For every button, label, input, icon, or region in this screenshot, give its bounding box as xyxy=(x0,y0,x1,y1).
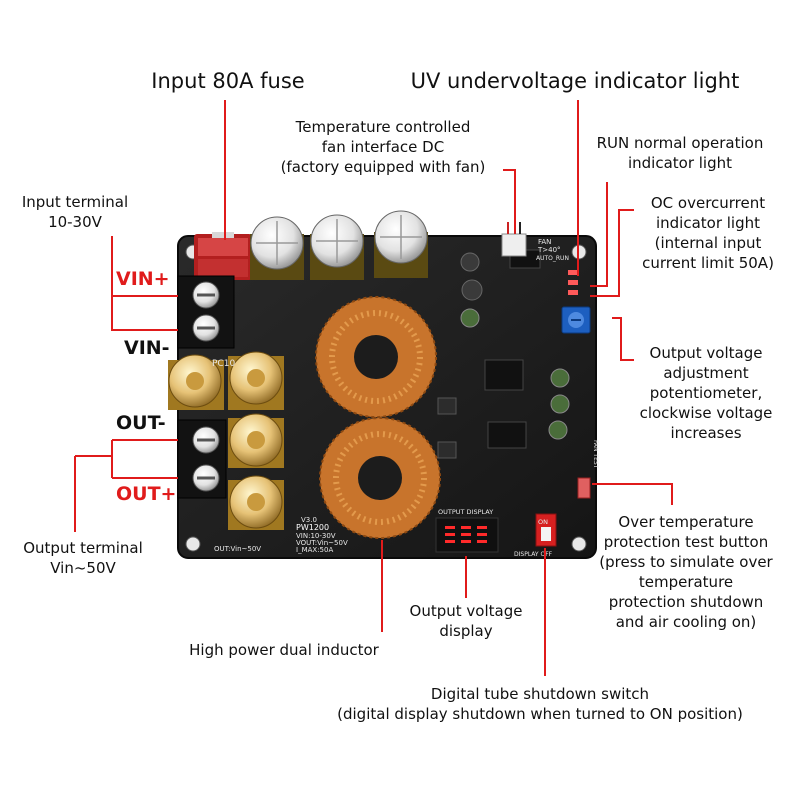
display-label-line2: display xyxy=(439,622,493,640)
board-spec-vin: VIN:10-30V xyxy=(296,532,336,540)
board-spec-vout: VOUT:Vin~50V xyxy=(296,539,348,547)
fan-label-line2: fan interface DC xyxy=(321,138,445,156)
inductor-label: High power dual inductor xyxy=(189,641,379,659)
pot-label-line4: clockwise voltage xyxy=(639,404,773,422)
indicator-leds xyxy=(568,270,578,295)
top-capacitors xyxy=(250,210,428,280)
otp-label-line3: (press to simulate over xyxy=(599,553,773,571)
board-display-off: DISPLAY OFF xyxy=(514,551,553,558)
oc-label-line4: current limit 50A) xyxy=(642,254,774,272)
small-components xyxy=(437,249,570,459)
terminal-vin-minus: VIN- xyxy=(124,337,170,359)
dual-inductor xyxy=(315,296,441,539)
oc-label-line1: OC overcurrent xyxy=(650,194,766,212)
display-shutdown-switch xyxy=(535,513,557,547)
switch-label-line1: Digital tube shutdown switch xyxy=(430,685,650,703)
otp-label-line6: and air cooling on) xyxy=(615,613,757,631)
oc-label-line2: indicator light xyxy=(655,214,761,232)
fuse-80a xyxy=(194,232,252,280)
otp-test-button xyxy=(577,477,591,499)
board-cap-label: PC10 xyxy=(212,359,235,369)
input-label-line1: Input terminal xyxy=(21,193,129,211)
switch-label-line2: (digital display shutdown when turned to… xyxy=(337,705,743,723)
pot-label-line5: increases xyxy=(670,424,742,442)
board-fan-label: FAN xyxy=(538,238,551,246)
board-model: PW1200 xyxy=(296,523,329,532)
terminal-out-minus: OUT- xyxy=(116,412,166,434)
board-fan-temp: T>40° xyxy=(537,246,561,254)
output-label-line2: Vin~50V xyxy=(50,559,116,577)
fan-label-line1: Temperature controlled xyxy=(295,118,471,136)
fan-label-line3: (factory equipped with fan) xyxy=(280,158,486,176)
pot-label-line1: Output voltage xyxy=(649,344,763,362)
fuse-label: Input 80A fuse xyxy=(151,69,305,93)
board-fan-test: FAN TEST xyxy=(592,440,599,469)
output-display xyxy=(435,517,499,553)
uv-indicator-label: UV undervoltage indicator light xyxy=(410,69,740,93)
callout-lines xyxy=(74,100,673,676)
pot-label-line3: potentiometer, xyxy=(649,384,763,402)
oc-label-line3: (internal input xyxy=(654,234,762,252)
otp-label-line4: temperature xyxy=(638,573,734,591)
board-spec-imax: I_MAX:50A xyxy=(296,546,333,554)
pot-label-line2: adjustment xyxy=(663,364,749,382)
terminal-vin-plus: VIN+ xyxy=(116,268,170,290)
board-fan-mode: AUTO_RUN xyxy=(536,255,569,262)
board-out-marking: OUT:Vin~50V xyxy=(214,545,261,553)
run-label-line1: RUN normal operation xyxy=(596,134,764,152)
terminal-out-plus: OUT+ xyxy=(116,483,177,505)
output-label-line1: Output terminal xyxy=(23,539,143,557)
board-output-display-label: OUTPUT DISPLAY xyxy=(438,508,493,516)
otp-label-line1: Over temperature xyxy=(618,513,754,531)
screw-terminals xyxy=(177,275,235,499)
otp-label-line2: protection test button xyxy=(603,533,769,551)
board-dip-on: ON xyxy=(538,518,548,526)
board-version: V3.0 xyxy=(301,516,317,524)
display-label-line1: Output voltage xyxy=(409,602,523,620)
otp-label-line5: protection shutdown xyxy=(608,593,764,611)
voltage-potentiometer xyxy=(561,306,591,334)
output-capacitors xyxy=(168,351,284,530)
input-label-line2: 10-30V xyxy=(48,213,102,231)
run-label-line2: indicator light xyxy=(627,154,733,172)
